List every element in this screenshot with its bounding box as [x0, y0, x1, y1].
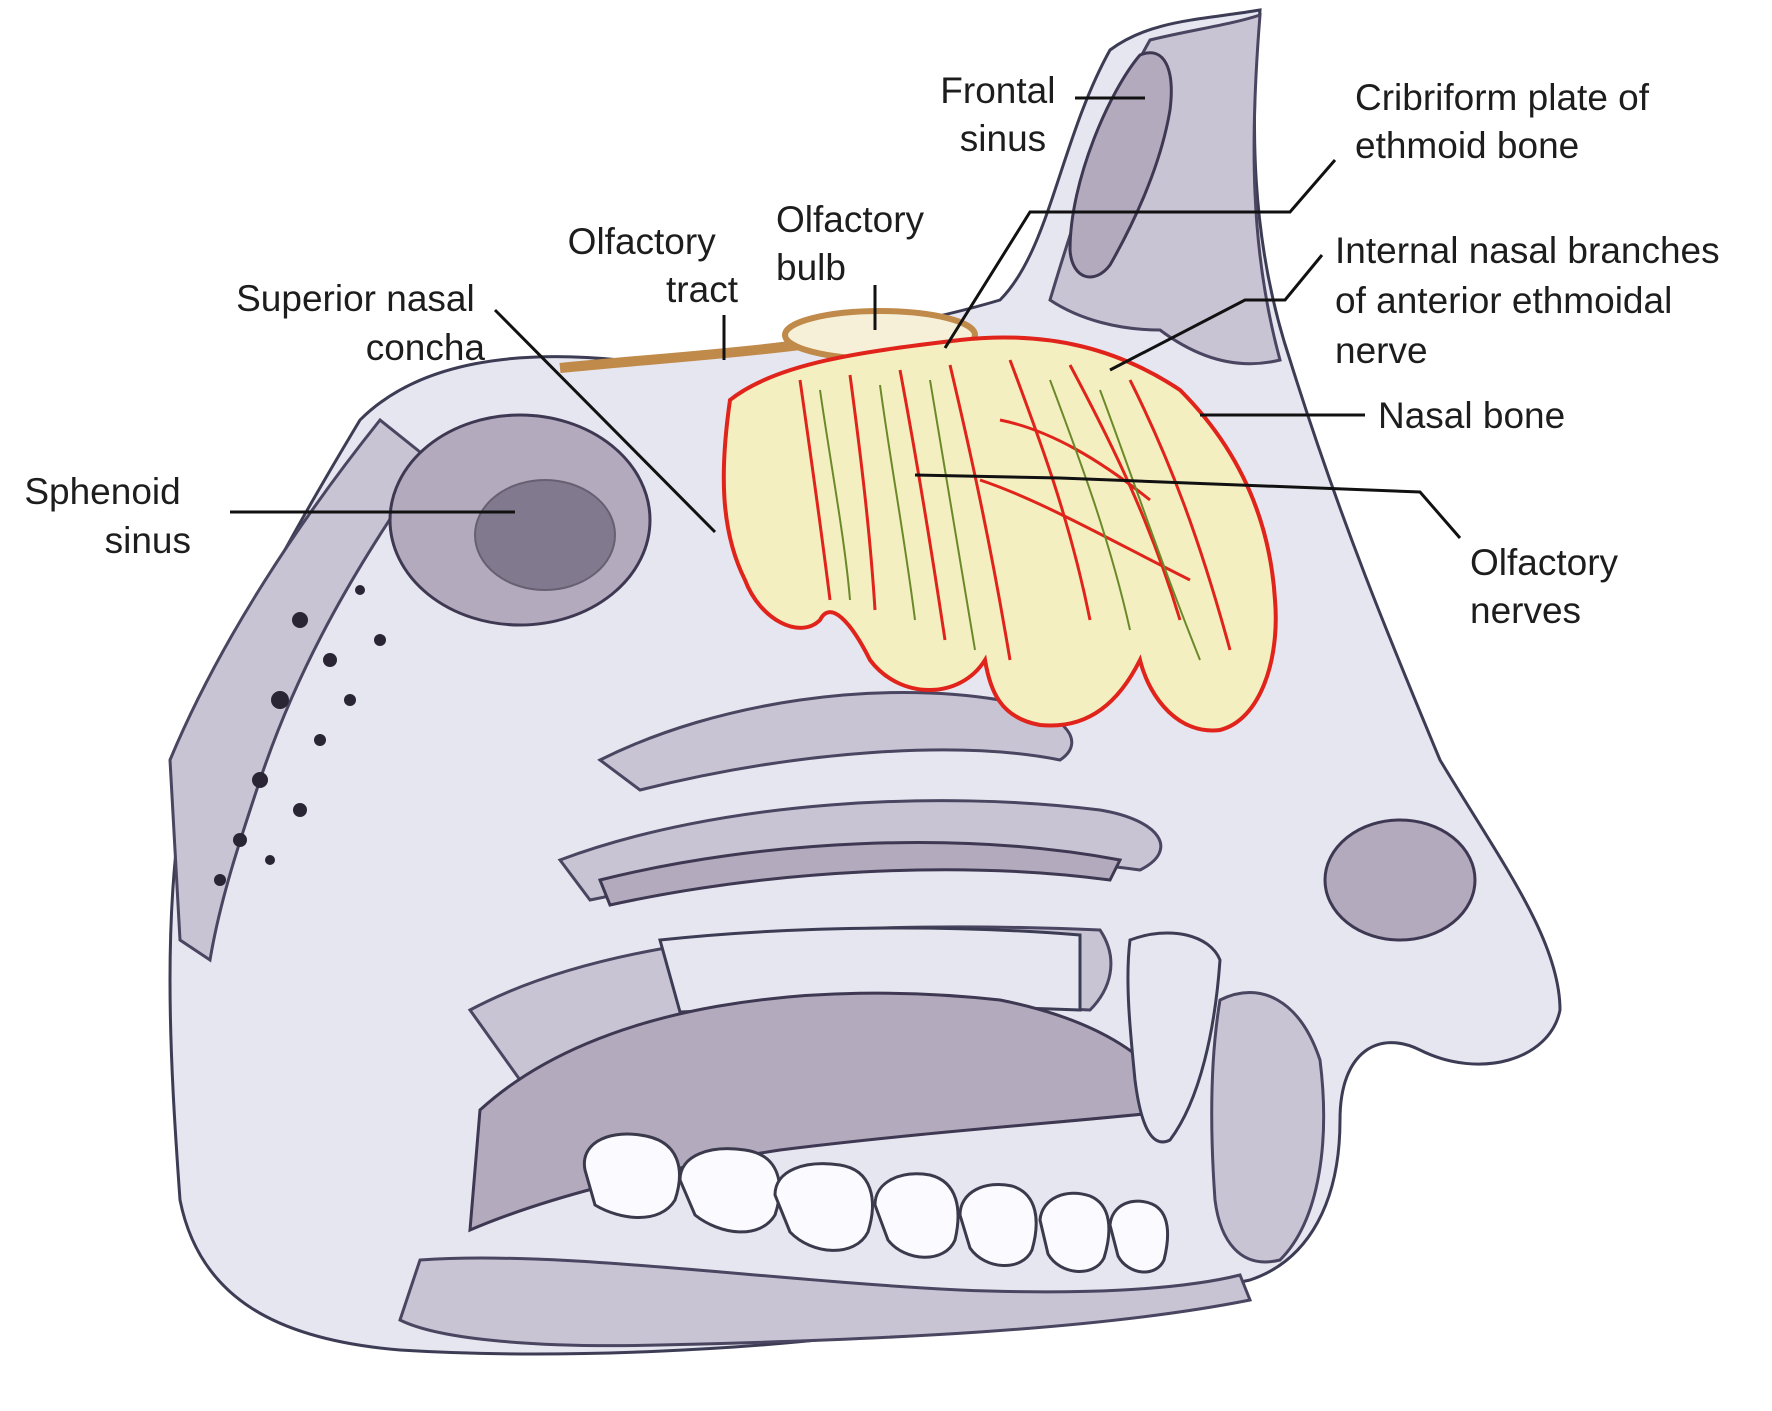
label-olfactory-tract: Olfactory tract	[568, 221, 739, 310]
sphenoid-sinus-inner	[475, 480, 615, 590]
label-cribriform-plate: Cribriform plate of ethmoid bone	[1355, 77, 1659, 166]
label-sphenoid-sinus: Sphenoid sinus	[24, 471, 191, 561]
label-frontal-sinus: Frontal sinus	[940, 70, 1065, 159]
label-olfactory-bulb: Olfactory bulb	[776, 199, 934, 288]
label-nasal-bone: Nasal bone	[1378, 395, 1565, 436]
label-internal-nasal-branches: Internal nasal branches of anterior ethm…	[1335, 230, 1730, 371]
nasal-vestibule	[1325, 820, 1475, 940]
label-superior-nasal-concha: Superior nasal concha	[236, 278, 485, 368]
upper-lip	[1212, 993, 1324, 1262]
label-olfactory-nerves: Olfactory nerves	[1470, 542, 1628, 631]
